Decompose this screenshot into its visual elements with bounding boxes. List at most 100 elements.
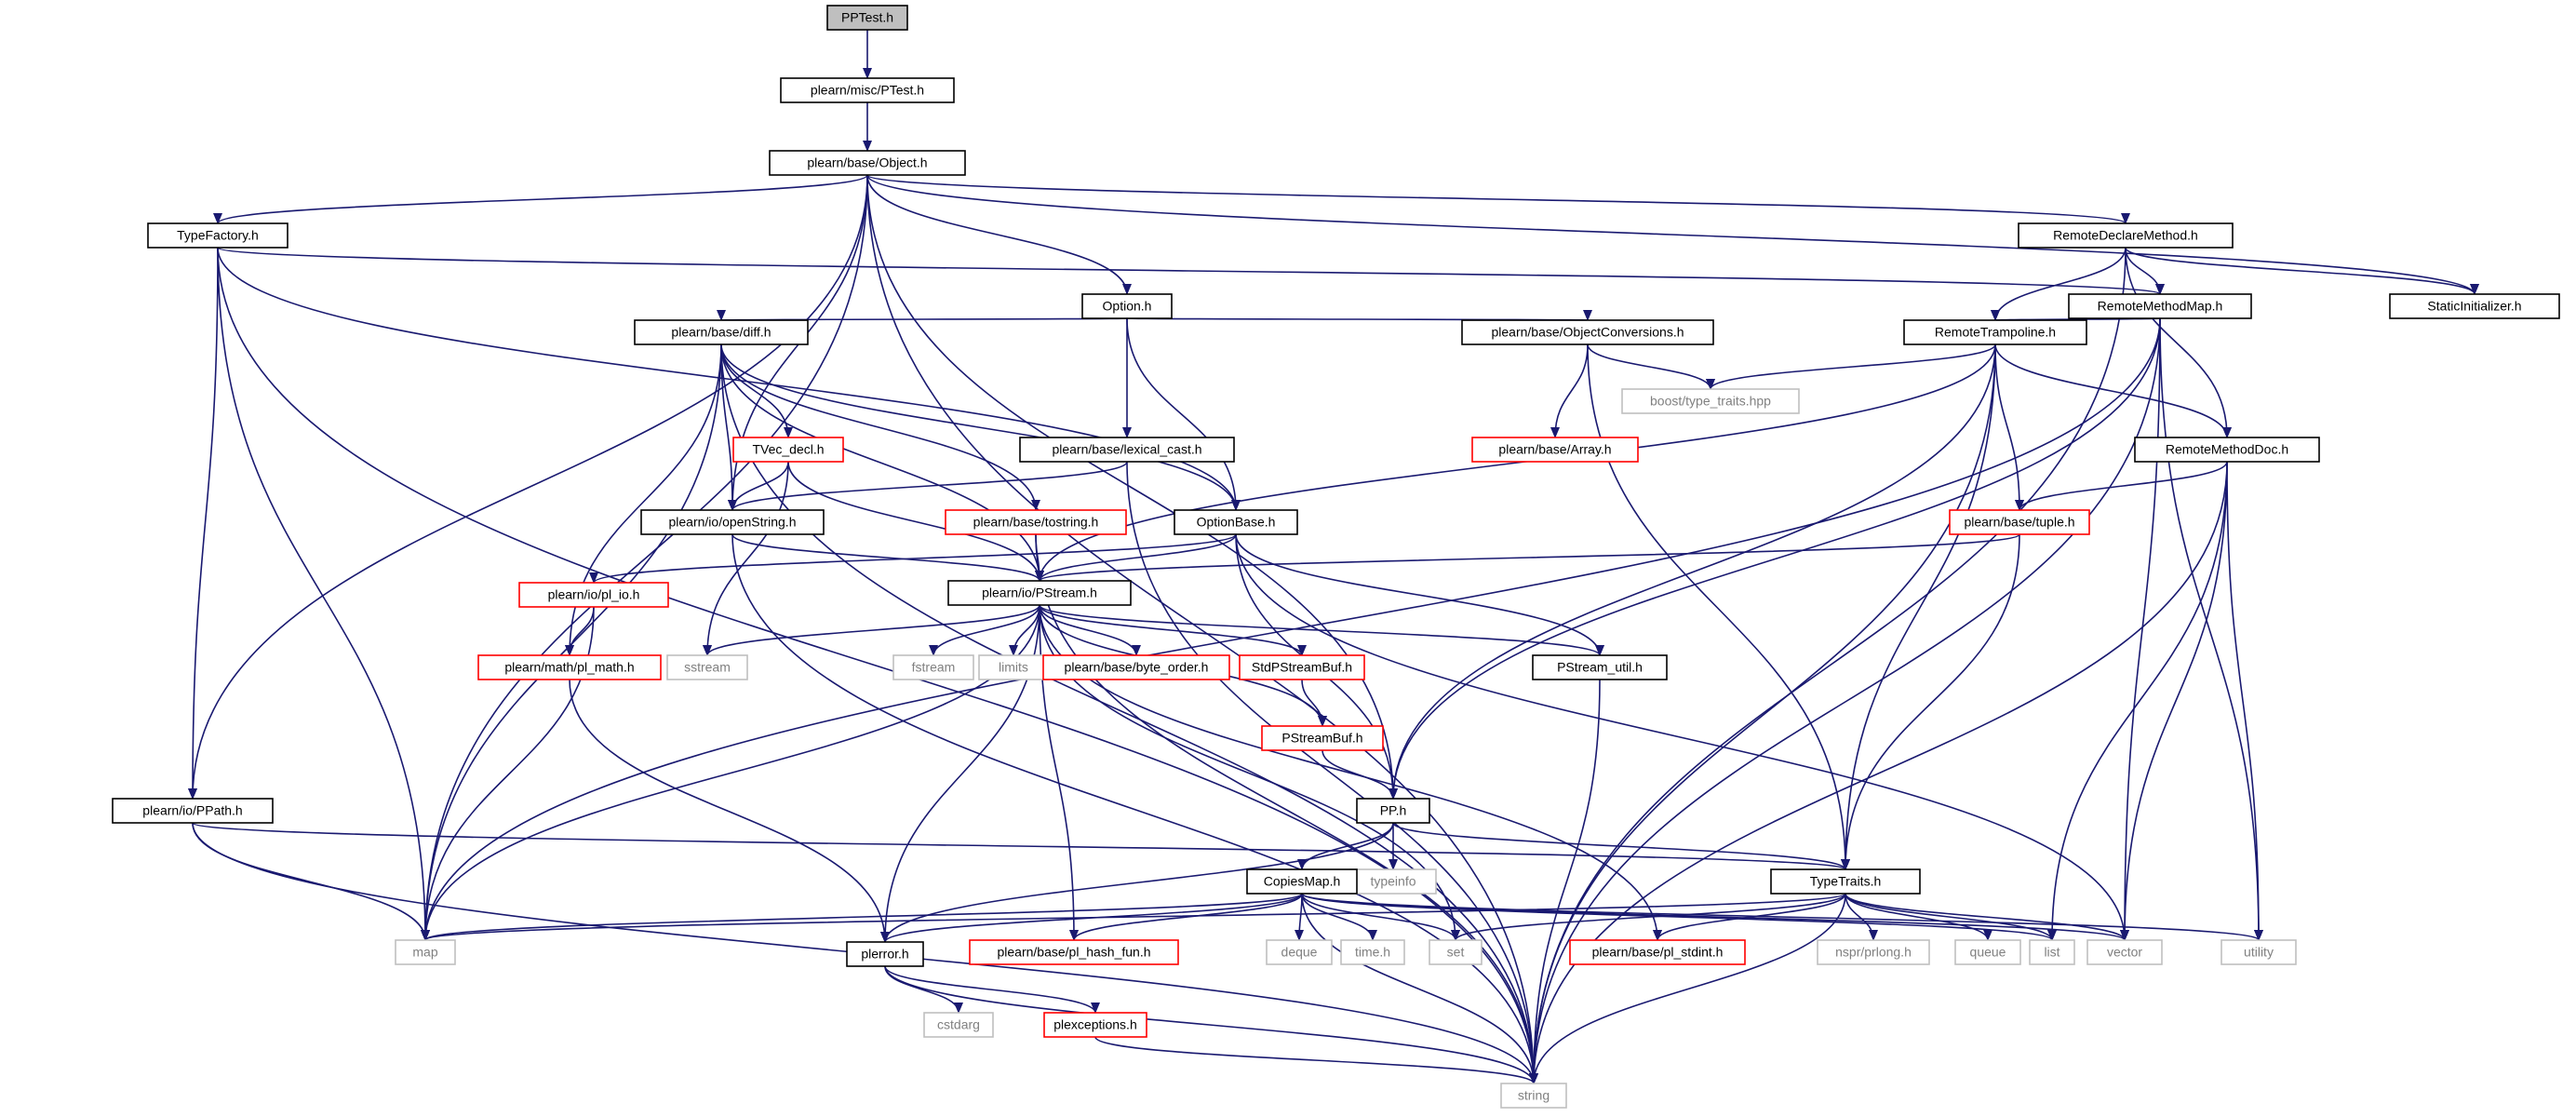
edge-plerror-h-to-string	[884, 965, 1538, 1084]
edge-typetraits-h-to-vector	[1845, 893, 2129, 941]
node-label: plearn/base/pl_stdint.h	[1592, 945, 1724, 960]
edge-remotetrampoline-h-to-pp-h	[1389, 343, 1996, 800]
node-box	[1471, 437, 1639, 463]
node-pstreambuf-h[interactable]: PStreamBuf.h	[1261, 725, 1384, 751]
edge-optionbase-h-to-vector	[1235, 533, 2129, 941]
edge-remotedeclaremethod-h-to-remotemethoddoc-h	[2125, 247, 2232, 438]
edge-plearn-base-objectconversions-h-to-boost-type-traits-hpp	[1587, 343, 1715, 390]
node-label: fstream	[912, 660, 956, 675]
node-remotemethodmap-h[interactable]: RemoteMethodMap.h	[2068, 293, 2252, 319]
node-box	[2029, 939, 2075, 965]
node-remotetrampoline-h[interactable]: RemoteTrampoline.h	[1903, 319, 2087, 345]
edge-plearn-io-ppath-h-to-map	[192, 822, 430, 941]
node-label: map	[412, 945, 437, 960]
node-box	[969, 939, 1179, 965]
node-plearn-base-objectconversions-h[interactable]: plearn/base/ObjectConversions.h	[1461, 319, 1714, 345]
node-plearn-math-pl-math-h[interactable]: plearn/math/pl_math.h	[477, 654, 662, 680]
node-sstream: sstream	[666, 654, 748, 680]
node-plearn-base-pl-hash-fun-h[interactable]: plearn/base/pl_hash_fun.h	[969, 939, 1179, 965]
edge-typefactory-h-to-remotemethodmap-h	[217, 247, 2165, 295]
node-box	[1500, 1083, 1567, 1109]
node-label: Option.h	[1103, 299, 1152, 314]
edge-typetraits-h-to-string	[1529, 893, 1846, 1084]
node-option-h[interactable]: Option.h	[1081, 293, 1173, 319]
node-label: plearn/math/pl_math.h	[504, 660, 634, 675]
node-label: plearn/io/PPath.h	[142, 803, 242, 818]
node-label: PP.h	[1380, 803, 1407, 818]
edge-plearn-io-pstream-h-to-stdpstreambuf-h	[1039, 604, 1307, 656]
edge-plearn-io-openstring-h-to-plearn-io-pstream-h	[731, 533, 1044, 582]
node-plearn-base-pl-stdint-h[interactable]: plearn/base/pl_stdint.h	[1569, 939, 1746, 965]
node-plexceptions-h[interactable]: plexceptions.h	[1043, 1012, 1147, 1038]
edge-remotemethodmap-h-to-pp-h	[1389, 317, 2161, 800]
node-box	[1569, 939, 1746, 965]
node-box	[1356, 798, 1430, 824]
edge-pp-h-to-typetraits-h	[1392, 822, 1850, 870]
node-pstream-util-h[interactable]: PStream_util.h	[1532, 654, 1668, 680]
edge-remotemethodmap-h-to-vector	[2120, 317, 2161, 941]
edge-typetraits-h-to-nspr-prlong-h	[1845, 893, 1878, 941]
node-box	[2086, 939, 2163, 965]
node-label: plearn/base/lexical_cast.h	[1052, 442, 1201, 457]
edge-plearn-base-objectconversions-h-to-typetraits-h	[1587, 343, 1850, 870]
edge-typetraits-h-to-plearn-base-pl-stdint-h	[1653, 893, 1846, 941]
node-plearn-misc-ptest-h[interactable]: plearn/misc/PTest.h	[780, 77, 955, 103]
node-label: RemoteMethodMap.h	[2098, 299, 2223, 314]
edge-copiesmap-h-to-string	[1301, 893, 1538, 1084]
node-box	[732, 437, 844, 463]
node-stdpstreambuf-h[interactable]: StdPStreamBuf.h	[1239, 654, 1365, 680]
node-typefactory-h[interactable]: TypeFactory.h	[147, 222, 288, 249]
node-label: plearn/base/byte_order.h	[1065, 660, 1209, 675]
node-plearn-base-tostring-h[interactable]: plearn/base/tostring.h	[945, 509, 1127, 535]
node-box	[1429, 939, 1483, 965]
node-plearn-base-tuple-h[interactable]: plearn/base/tuple.h	[1949, 509, 2090, 535]
node-typetraits-h[interactable]: TypeTraits.h	[1770, 868, 1921, 895]
node-plearn-base-diff-h[interactable]: plearn/base/diff.h	[634, 319, 809, 345]
node-plearn-base-byte-order-h[interactable]: plearn/base/byte_order.h	[1042, 654, 1230, 680]
node-box	[769, 150, 966, 176]
node-pp-h[interactable]: PP.h	[1356, 798, 1430, 824]
node-box	[892, 654, 974, 680]
edge-plearn-base-tostring-h-to-string	[1035, 533, 1538, 1084]
edges-layer	[188, 30, 2479, 1084]
node-remotemethoddoc-h[interactable]: RemoteMethodDoc.h	[2134, 437, 2320, 463]
edge-plearn-base-lexical-cast-h-to-plearn-io-openstring-h	[728, 461, 1128, 511]
node-plerror-h[interactable]: plerror.h	[846, 941, 924, 967]
node-label: plearn/base/Object.h	[807, 155, 927, 170]
edge-copiesmap-h-to-utility	[1301, 893, 2263, 941]
node-plearn-base-array-h[interactable]: plearn/base/Array.h	[1471, 437, 1639, 463]
node-label: time.h	[1355, 945, 1390, 960]
node-copiesmap-h[interactable]: CopiesMap.h	[1246, 868, 1358, 895]
node-box	[1461, 319, 1714, 345]
node-tvec-decl-h[interactable]: TVec_decl.h	[732, 437, 844, 463]
node-boost-type-traits-hpp: boost/type_traits.hpp	[1621, 388, 1800, 414]
edge-copiesmap-h-to-deque	[1295, 893, 1305, 941]
node-set: set	[1429, 939, 1483, 965]
node-remotedeclaremethod-h[interactable]: RemoteDeclareMethod.h	[2018, 222, 2234, 249]
node-box	[1817, 939, 1930, 965]
node-utility: utility	[2220, 939, 2297, 965]
node-pptest-h[interactable]: PPTest.h	[826, 5, 908, 31]
node-box	[947, 580, 1132, 606]
node-label: plexceptions.h	[1053, 1017, 1137, 1032]
node-plearn-io-pstream-h[interactable]: plearn/io/PStream.h	[947, 580, 1132, 606]
node-box	[395, 939, 456, 965]
node-plearn-io-pl-io-h[interactable]: plearn/io/pl_io.h	[518, 582, 669, 608]
node-plearn-io-openstring-h[interactable]: plearn/io/openString.h	[640, 509, 825, 535]
edge-plerror-h-to-plexceptions-h	[884, 965, 1100, 1014]
node-optionbase-h[interactable]: OptionBase.h	[1174, 509, 1298, 535]
node-plearn-base-object-h[interactable]: plearn/base/Object.h	[769, 150, 966, 176]
node-label: plearn/io/PStream.h	[982, 585, 1097, 600]
node-plearn-io-ppath-h[interactable]: plearn/io/PPath.h	[112, 798, 274, 824]
edge-plerror-h-to-cstdarg	[884, 965, 963, 1014]
edge-remotedeclaremethod-h-to-remotetrampoline-h	[1991, 247, 2127, 321]
node-label: vector	[2107, 945, 2142, 960]
node-label: plearn/base/tostring.h	[973, 515, 1099, 530]
edge-copiesmap-h-to-list	[1301, 893, 2057, 941]
node-box	[826, 5, 908, 31]
node-plearn-base-lexical-cast-h[interactable]: plearn/base/lexical_cast.h	[1019, 437, 1235, 463]
node-label: nspr/prlong.h	[1835, 945, 1912, 960]
node-staticinitializer-h[interactable]: StaticInitializer.h	[2389, 293, 2560, 319]
node-label: StaticInitializer.h	[2427, 299, 2521, 314]
